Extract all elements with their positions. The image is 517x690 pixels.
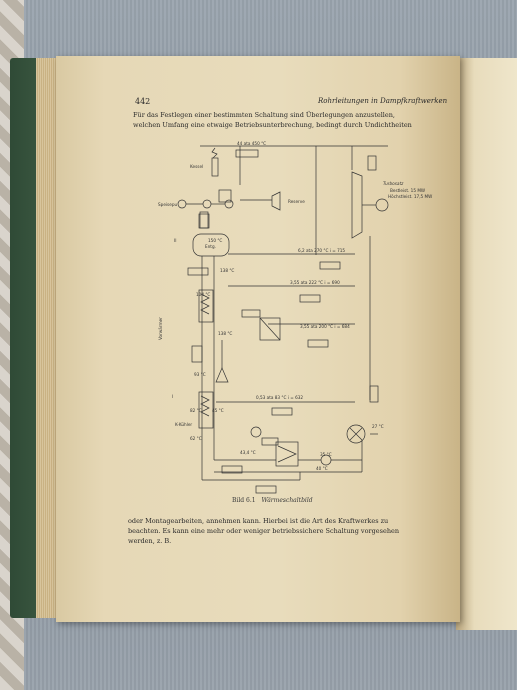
- feedpump-label: Speisepu: [158, 202, 177, 207]
- rated-power-label: Bestleist. 15 MW: [390, 188, 425, 193]
- max-power-label: Höchstleist. 17,5 MW: [388, 194, 432, 199]
- temp-label: 27 °C: [372, 424, 384, 429]
- temp-label: 138 °C: [220, 268, 234, 273]
- paragraph-line: beachten. Es kann eine mehr oder weniger…: [128, 527, 400, 535]
- paragraph-line: welchen Umfang eine etwaige Betriebsunte…: [133, 121, 412, 129]
- temp-label: 62 °C: [190, 436, 202, 441]
- temp-label: 150 °C: [208, 238, 222, 243]
- deaerator-label: Entg.: [205, 244, 216, 249]
- steam-line-1: 6,2 ata 270 °C i = 715: [298, 248, 345, 253]
- paragraph-line: Für das Festlegen einer bestimmten Schal…: [133, 111, 395, 119]
- turbine-shape: [351, 171, 363, 239]
- deaerator-shape: [192, 233, 230, 257]
- top-steam-label: 44 ata 450 °C: [237, 141, 266, 146]
- paragraph-line: oder Montagearbeiten, annehmen kann. Hie…: [128, 517, 389, 525]
- running-head: Rohrleitungen in Dampfkraftwerken: [318, 97, 448, 105]
- temp-label: 104 °C: [196, 292, 210, 297]
- figure-caption: Bild 6.1 Wärmeschaltbild: [232, 497, 313, 504]
- paragraph-top: Für das Festlegen einer bestimmten Schal…: [133, 110, 412, 130]
- figure-title: Wärmeschaltbild: [261, 497, 313, 504]
- steam-line-2: 3,55 ata 222 °C i = 690: [290, 280, 340, 285]
- reserve-label: Reserve: [288, 199, 305, 204]
- figure-number: Bild 6.1: [232, 497, 256, 504]
- steam-line-3: 3,55 ata 200 °C i = 684: [300, 324, 350, 329]
- temp-label: 138 °C: [218, 331, 232, 336]
- facing-page: [456, 58, 517, 630]
- temp-label: 43,4 °C: [240, 450, 256, 455]
- cooler-label: K-Kühler: [175, 422, 192, 427]
- boiler-label: Kessel: [190, 164, 203, 169]
- turbine-label: Turbosatz: [383, 181, 404, 186]
- paragraph-bottom: oder Montagearbeiten, annehmen kann. Hie…: [128, 516, 399, 546]
- paragraph-line: werden, z. B.: [128, 537, 172, 545]
- preheater-label: Vorwärmer: [158, 317, 163, 340]
- zone-2-label: II: [174, 238, 176, 243]
- boiler-shape: [211, 157, 219, 177]
- temp-label: 35 °C: [320, 452, 332, 457]
- temp-label: 82 °C: [190, 408, 202, 413]
- steam-line-4: 0,53 ata 83 °C i = 632: [256, 395, 303, 400]
- temp-label: 45 °C: [212, 408, 224, 413]
- zone-1-label: I: [172, 394, 173, 399]
- page-number: 442: [135, 97, 151, 106]
- temp-label: 40 °C: [316, 466, 328, 471]
- temp-label: 93 °C: [194, 372, 206, 377]
- generator-shape: [375, 198, 389, 212]
